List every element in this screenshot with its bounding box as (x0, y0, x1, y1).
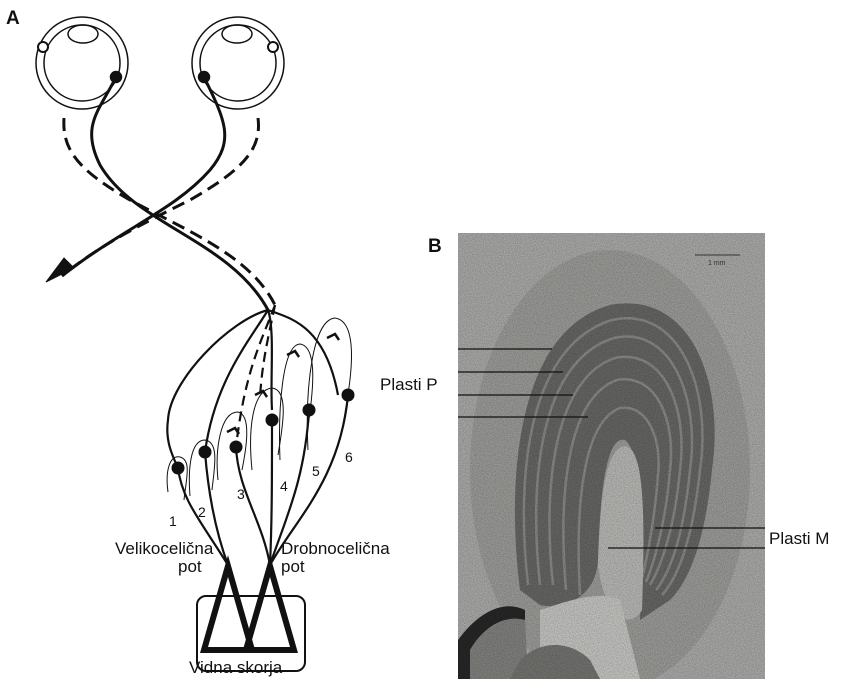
lgn-layer-outlines (167, 318, 351, 500)
magnocellular-path-label-line1: Velikocelična (115, 539, 214, 558)
m-layers-label: Plasti M (769, 529, 829, 548)
layer-number-1: 1 (169, 513, 177, 529)
magnocellular-path-label-line2: pot (178, 557, 202, 576)
left-eye-icon (36, 17, 128, 109)
layer-number-4: 4 (280, 478, 288, 494)
right-eye-icon (192, 17, 284, 109)
panel-b: B 1 (380, 233, 829, 679)
lgn-micrograph: 1 mm (458, 233, 765, 679)
panel-b-letter: B (428, 236, 442, 257)
parvocellular-path-label-line1: Drobnocelična (281, 539, 390, 558)
layer-number-2: 2 (198, 504, 206, 520)
optic-pathway (46, 77, 275, 310)
arrowhead-icon (46, 258, 74, 282)
parvo-pyramidal-neuron-icon (246, 566, 294, 650)
panel-a: A (6, 8, 390, 677)
layer-number-3: 3 (237, 486, 245, 502)
layer-number-6: 6 (345, 449, 353, 465)
p-layers-label: Plasti P (380, 375, 438, 394)
parvocellular-path-label-line2: pot (281, 557, 305, 576)
visual-cortex-label: Vidna skorja (189, 658, 283, 677)
visual-cortex-box (197, 566, 305, 671)
layer-number-5: 5 (312, 463, 320, 479)
left-eye-fiber (92, 77, 268, 310)
magno-pyramidal-neuron-icon (204, 566, 252, 650)
panel-a-letter: A (6, 8, 20, 29)
scale-bar-text: 1 mm (708, 260, 726, 267)
